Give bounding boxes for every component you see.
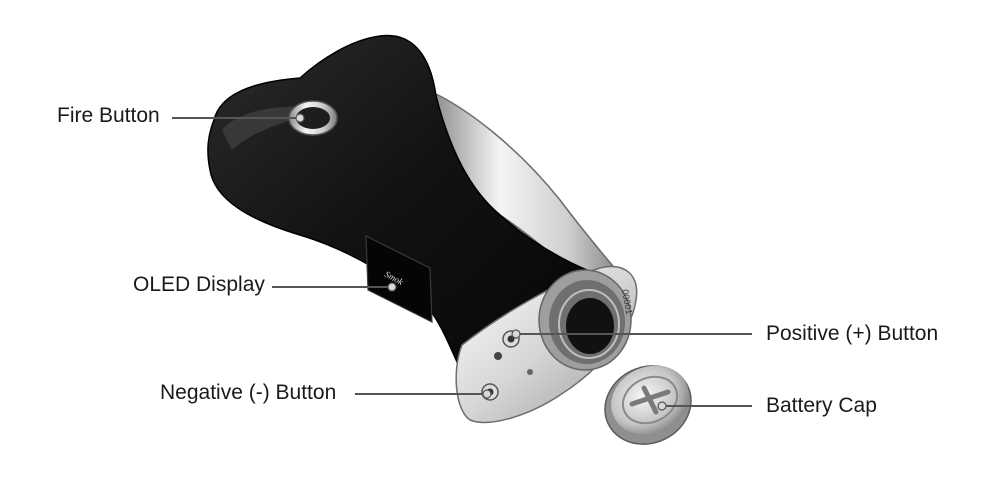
negative-button-leader-dot: [482, 389, 492, 399]
battery-cap[interactable]: [592, 352, 704, 458]
negative-button-label: Negative (-) Button: [160, 381, 337, 404]
oled-display-label: OLED Display: [133, 273, 265, 296]
plate-screw-icon: [527, 369, 533, 375]
fire-button[interactable]: [288, 100, 338, 136]
battery-cap-label: Battery Cap: [766, 394, 877, 417]
serial-number: 00001: [620, 289, 634, 315]
battery-opening: [538, 269, 632, 371]
positive-button-leader-dot: [511, 329, 521, 339]
fire-button-leader-dot: [295, 113, 305, 123]
battery-cap-leader-dot: [657, 401, 667, 411]
oled-display: Smok: [365, 235, 433, 323]
positive-button-label: Positive (+) Button: [766, 322, 939, 345]
oled-display-leader-dot: [387, 282, 397, 292]
fire-button-label: Fire Button: [57, 104, 160, 127]
plate-screw-icon: [494, 352, 502, 360]
